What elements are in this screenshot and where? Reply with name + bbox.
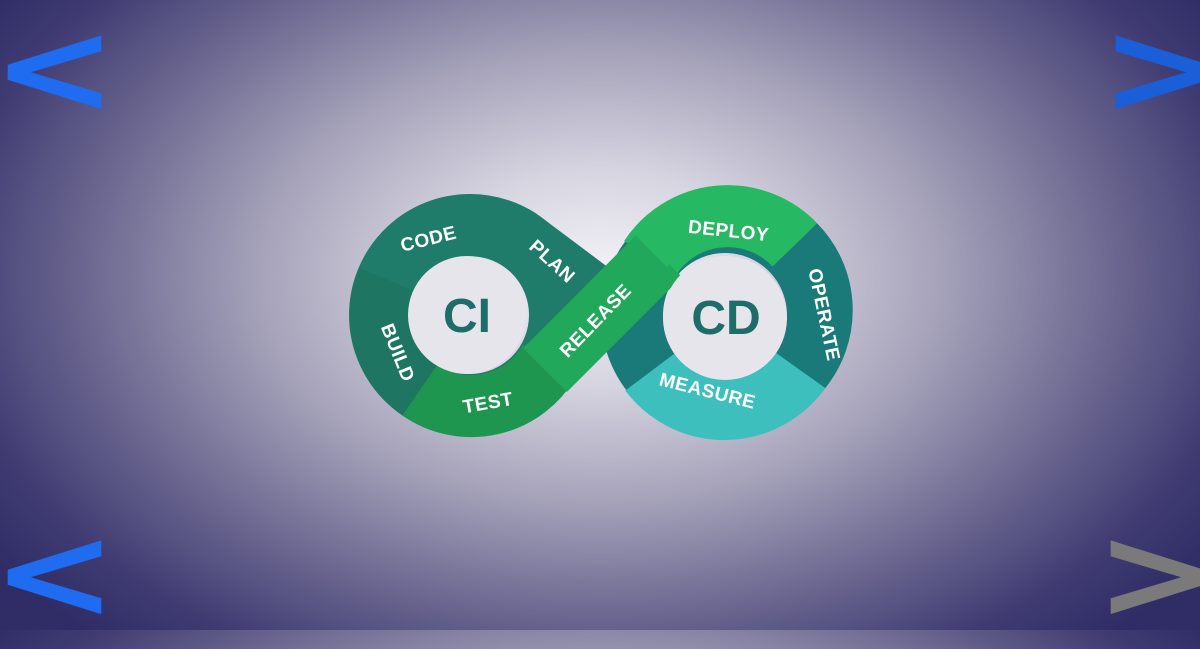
measure-segment (625, 351, 826, 441)
cd-hub (663, 256, 787, 380)
build-segment (349, 267, 439, 416)
chevron-right-icon: > (1100, 3, 1200, 133)
chevron-left-icon: < (0, 497, 118, 649)
ci-cd-infinity-diagram: CI CD CODE PLAN BUILD TEST RELEASE DEPLO… (349, 185, 853, 441)
test-segment (402, 343, 578, 438)
ci-segments (349, 194, 578, 438)
code-segment (359, 194, 537, 294)
release-segment (523, 233, 682, 392)
release-arrow-tip (632, 226, 672, 268)
ci-label: CI (443, 290, 491, 343)
ci-hub (408, 256, 526, 374)
chevron-left-icon: < (0, 0, 118, 144)
cd-label: CD (691, 292, 760, 345)
operate-segment (772, 223, 853, 390)
chevron-right-icon: > (1095, 508, 1200, 638)
